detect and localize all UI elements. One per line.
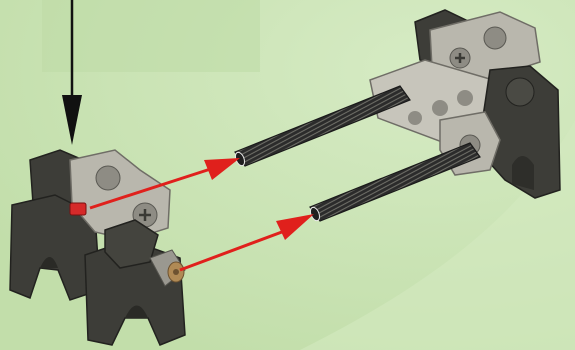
left-assembly (9, 149, 186, 346)
axle-lower (309, 142, 481, 222)
bushing (149, 249, 186, 287)
background-arc (300, 120, 575, 350)
red-pin (69, 202, 87, 216)
red-arrow-icon-lower (179, 214, 314, 272)
background-panel (42, 0, 260, 72)
axle-upper (234, 85, 411, 167)
red-arrow-icon (89, 158, 240, 210)
down-arrow-icon (62, 0, 82, 145)
